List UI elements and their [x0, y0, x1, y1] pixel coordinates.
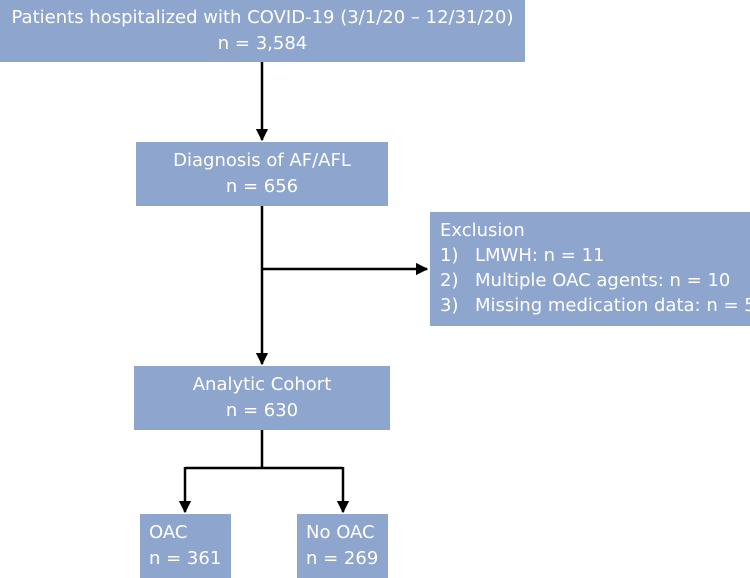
box-patients-hospitalized: Patients hospitalized with COVID-19 (3/1… [0, 0, 525, 62]
box-oac: OAC n = 361 [140, 514, 231, 578]
box-cohort-title: Analytic Cohort [192, 374, 332, 395]
box-patients-hospitalized-count: n = 3,584 [217, 33, 308, 54]
exclusion-item: 2) Multiple OAC agents: n = 10 [440, 268, 750, 293]
box-oac-count: n = 361 [149, 548, 222, 569]
exclusion-item: 1) LMWH: n = 11 [440, 243, 750, 268]
exclusion-item-number: 1) [440, 245, 459, 266]
box-exclusion: Exclusion 1) LMWH: n = 11 2) Multiple OA… [430, 212, 750, 326]
exclusion-item-text: LMWH: n = 11 [475, 245, 605, 266]
box-no-oac-count: n = 269 [306, 548, 379, 569]
box-cohort-count: n = 630 [225, 400, 299, 421]
box-no-oac: No OAC n = 269 [297, 514, 388, 578]
box-diagnosis-title: Diagnosis of AF/AFL [173, 150, 351, 171]
box-oac-title: OAC [149, 522, 188, 543]
exclusion-item-number: 3) [440, 295, 459, 316]
box-exclusion-title: Exclusion [440, 220, 525, 241]
box-diagnosis-count: n = 656 [225, 176, 299, 197]
box-no-oac-title: No OAC [306, 522, 375, 543]
box-diagnosis-af-afl: Diagnosis of AF/AFL n = 656 [136, 142, 388, 206]
exclusion-item-text: Missing medication data: n = 5 [475, 295, 750, 316]
box-patients-hospitalized-title: Patients hospitalized with COVID-19 (3/1… [11, 7, 514, 28]
exclusion-item-number: 2) [440, 270, 459, 291]
exclusion-item: 3) Missing medication data: n = 5 [440, 293, 750, 318]
box-analytic-cohort: Analytic Cohort n = 630 [134, 366, 390, 430]
exclusion-item-text: Multiple OAC agents: n = 10 [475, 270, 731, 291]
